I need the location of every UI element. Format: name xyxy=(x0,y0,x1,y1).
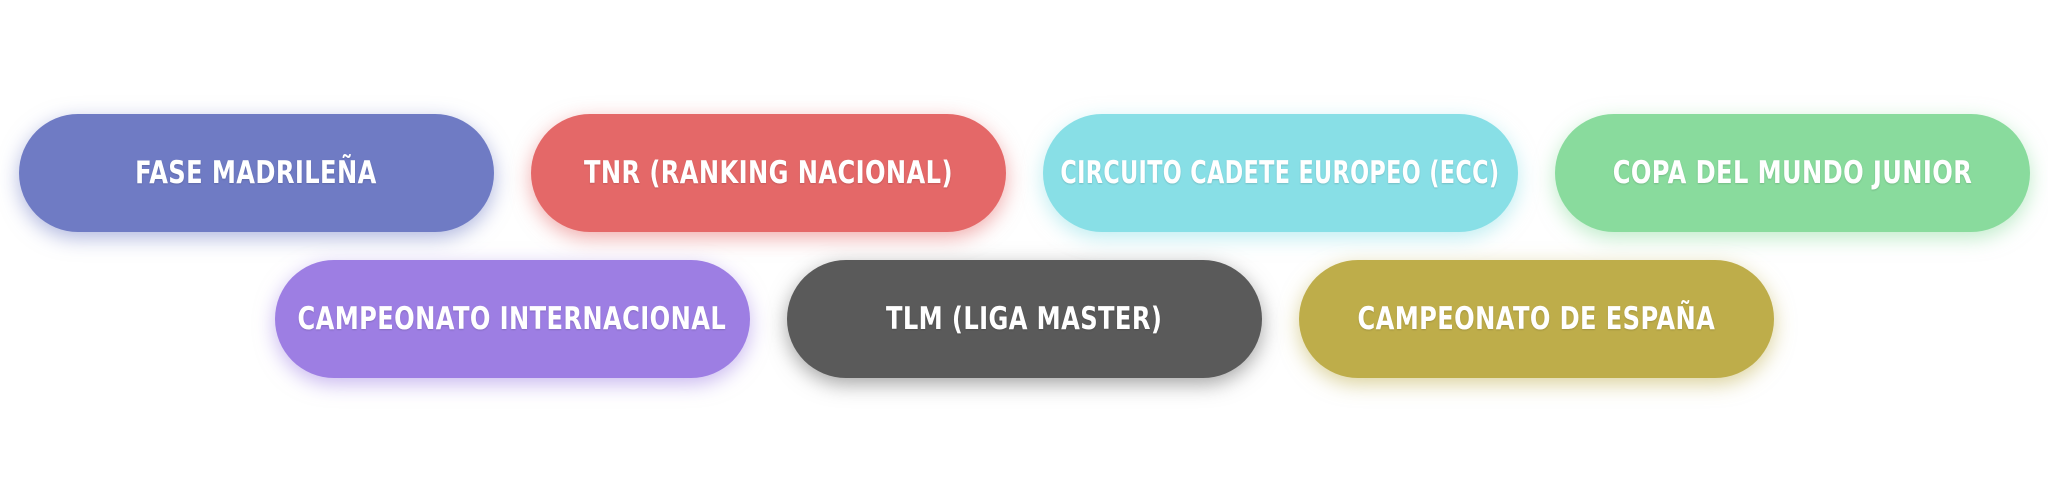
campeonato-de-espana-label: CAMPEONATO DE ESPAÑA xyxy=(1357,301,1715,337)
copa-del-mundo-junior-label: COPA DEL MUNDO JUNIOR xyxy=(1612,155,1972,191)
campeonato-de-espana-button[interactable]: CAMPEONATO DE ESPAÑA xyxy=(1298,260,1774,378)
campeonato-internacional-label: CAMPEONATO INTERNACIONAL xyxy=(297,301,727,337)
tlm-liga-master-label: TLM (LIGA MASTER) xyxy=(885,301,1163,337)
copa-del-mundo-junior-button[interactable]: COPA DEL MUNDO JUNIOR xyxy=(1554,114,2030,232)
tnr-ranking-nacional-button[interactable]: TNR (RANKING NACIONAL) xyxy=(530,114,1006,232)
circuito-cadete-europeo-label: CIRCUITO CADETE EUROPEO (ECC) xyxy=(1060,155,1500,191)
campeonato-internacional-button[interactable]: CAMPEONATO INTERNACIONAL xyxy=(274,260,750,378)
button-row-1: FASE MADRILEÑA TNR (RANKING NACIONAL) CI… xyxy=(0,114,2048,232)
fase-madrilena-label: FASE MADRILEÑA xyxy=(135,155,377,191)
button-row-2: CAMPEONATO INTERNACIONAL TLM (LIGA MASTE… xyxy=(0,260,2048,378)
tnr-ranking-nacional-label: TNR (RANKING NACIONAL) xyxy=(583,155,953,191)
fase-madrilena-button[interactable]: FASE MADRILEÑA xyxy=(18,114,494,232)
tlm-liga-master-button[interactable]: TLM (LIGA MASTER) xyxy=(786,260,1262,378)
circuito-cadete-europeo-button[interactable]: CIRCUITO CADETE EUROPEO (ECC) xyxy=(1042,114,1518,232)
